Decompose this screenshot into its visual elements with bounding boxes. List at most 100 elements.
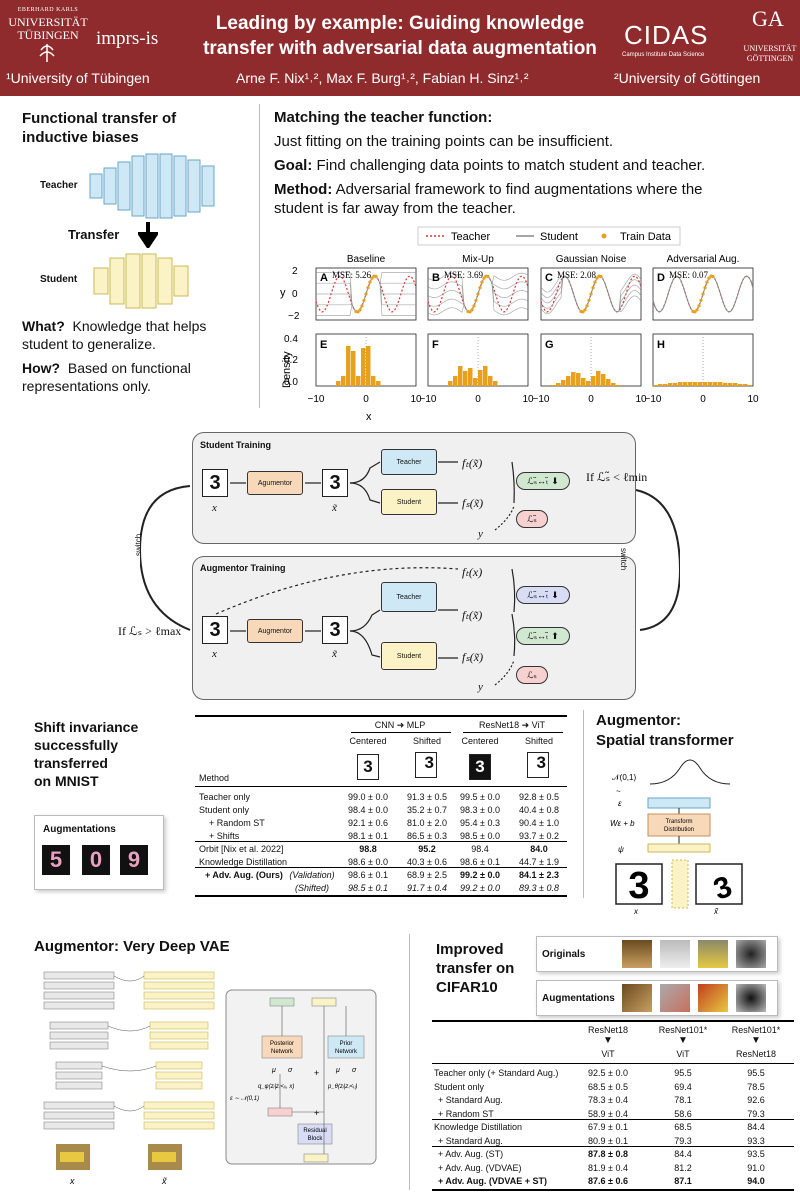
cifar-col2-bot: ViT xyxy=(676,1049,690,1059)
hist-bar xyxy=(596,371,601,386)
vae-plus-2: + xyxy=(314,1108,319,1118)
panel-mse-0: MSE: 5.26 xyxy=(332,270,372,280)
mnist-aug-box: Augmentations xyxy=(34,815,164,890)
cifar-arrow-2: ▼ xyxy=(678,1035,688,1046)
cifar-cell: 91.0 xyxy=(747,1162,765,1173)
aug-digit-0: 0 xyxy=(82,845,110,875)
tuebingen-line2: UNIVERSITÄT xyxy=(8,15,88,29)
mnist-cell: 93.7 ± 0.2 xyxy=(519,831,559,841)
mnist-cell: 98.6 ± 0.1 xyxy=(460,857,500,867)
cifar-cell: 67.9 ± 0.1 xyxy=(588,1122,628,1132)
mnist-cell: 99.0 ± 0.0 xyxy=(348,792,388,802)
fs-xt-label: fₛ(x̃) xyxy=(462,496,484,510)
hist-bar xyxy=(468,368,473,386)
ylabel-bottom: Density xyxy=(281,351,293,388)
matching-title: Matching the teacher function: xyxy=(274,109,493,126)
augmentor-box: Augmentor xyxy=(247,619,303,643)
digit-centered-1: 3 xyxy=(357,754,379,780)
xtick: −10 xyxy=(533,394,550,405)
hist-bar xyxy=(453,376,458,386)
hist-bar xyxy=(693,382,698,386)
cifar-cell: 58.9 ± 0.4 xyxy=(588,1108,628,1119)
cifar-cell: 69.4 xyxy=(674,1081,692,1092)
n01-label: 𝒩(0,1) xyxy=(612,773,636,782)
hist-bar xyxy=(591,376,596,386)
cifar-cell: 87.8 ± 0.8 xyxy=(588,1149,628,1159)
mnist-cell: 99.2 ± 0.0 xyxy=(460,883,500,893)
mnist-row-name: Student only xyxy=(199,805,250,815)
psi-label: ψ xyxy=(618,845,624,854)
mnist-cell: 99.2 ± 0.0 xyxy=(460,870,500,880)
y-label-2: y xyxy=(478,681,483,693)
hist-bar xyxy=(473,378,478,386)
hist-bar xyxy=(683,382,688,386)
fs-xt-label-2: fₛ(x̃) xyxy=(462,650,484,664)
prior-1: Prior xyxy=(340,1041,353,1047)
hist-bar xyxy=(653,385,658,386)
affiliation-left: ¹University of Tübingen xyxy=(6,70,150,86)
mnist-row-sub: (Validation) xyxy=(289,870,335,880)
divider-2 xyxy=(583,710,584,898)
cifar-cell: 92.5 ± 0.0 xyxy=(588,1068,628,1078)
loss-st-text: ℒₛ̃↔ₜ̃ xyxy=(527,475,549,486)
method-header: Method xyxy=(199,773,230,783)
functional-title-2: inductive biases xyxy=(22,129,139,146)
panel-letter-3: D xyxy=(657,272,665,284)
cifar-col1-top: ResNet18 xyxy=(587,1025,629,1035)
mnist-title-4: on MNIST xyxy=(34,773,99,789)
augmentations-box xyxy=(536,980,778,1016)
hist-bar xyxy=(488,376,493,386)
input-digit: 3 xyxy=(202,469,228,497)
cifar-row-name: + Adv. Aug. (ST) xyxy=(438,1149,504,1159)
hist-bar xyxy=(463,371,468,386)
panel-letter2-1: F xyxy=(432,339,439,351)
tuebingen-line1: EBERHARD KARLS xyxy=(17,7,79,13)
hist-bar xyxy=(566,376,571,386)
cifar-cell: 87.1 xyxy=(674,1176,692,1186)
hist-bar xyxy=(366,346,371,386)
residual-1: Residual xyxy=(303,1128,326,1134)
cifar-row-name: Student only xyxy=(434,1081,485,1092)
transform-label-2: Distribution xyxy=(664,827,694,833)
col-centered-2: Centered xyxy=(461,736,499,746)
poster-title-line1: Leading by example: Guiding knowledge xyxy=(215,13,585,34)
what-text-2: student to generalize. xyxy=(22,336,156,352)
hist-bar xyxy=(586,381,591,386)
mnist-cell: 95.4 ± 0.3 xyxy=(460,818,500,828)
mnist-cell: 35.2 ± 0.7 xyxy=(407,805,447,815)
ft-xt-label: fₜ(x̃) xyxy=(462,456,483,470)
hist-bar xyxy=(351,351,356,386)
arrow-down-icon xyxy=(138,222,158,248)
goal-text: Find challenging data points to match st… xyxy=(316,157,706,174)
col-shifted-2: Shifted xyxy=(524,736,554,746)
hist-bar xyxy=(668,383,673,386)
spatial-diagram: 𝒩(0,1) ~ ε Wε + b Transform Distribution… xyxy=(610,759,743,916)
mnist-cell: 98.5 ± 0.0 xyxy=(460,831,500,841)
spatial-title-2: Spatial transformer xyxy=(596,732,734,749)
mnist-title-1: Shift invariance xyxy=(34,719,139,735)
cifar-table: ResNet18 ResNet101* ResNet101* ▼ ▼ ▼ ViT… xyxy=(432,1020,794,1192)
hist-bar xyxy=(483,366,488,386)
cifar-title-1: Improved xyxy=(436,941,504,958)
student-label: Student xyxy=(40,274,78,285)
mnist-row: + Adv. Aug. (Ours)(Validation)98.6 ± 0.1… xyxy=(195,868,567,882)
vae-plus-1: + xyxy=(314,1068,319,1078)
aug-digit-5: 5 xyxy=(42,845,70,875)
panel-mse-2: MSE: 2.08 xyxy=(557,270,597,280)
cifar-col1-bot: ViT xyxy=(601,1049,615,1059)
cifar-cell: 84.4 xyxy=(747,1122,765,1132)
ytick-bottom-02: 0.2 xyxy=(284,355,298,366)
cifar-cell: 92.6 xyxy=(747,1095,765,1105)
mnist-row-sub: (Shifted) xyxy=(294,883,329,893)
xtick: 10 xyxy=(410,394,422,405)
hist-bar xyxy=(663,384,668,386)
hist-bar xyxy=(448,381,453,386)
xtick: 0 xyxy=(475,394,481,405)
teacher-box: Teacher xyxy=(381,449,437,475)
cifar-cell: 68.5 ± 0.5 xyxy=(588,1081,628,1092)
ytick-bottom-04: 0.4 xyxy=(284,334,298,345)
prior-mu: μ xyxy=(335,1067,340,1074)
cifar-cell: 84.4 xyxy=(674,1149,692,1159)
